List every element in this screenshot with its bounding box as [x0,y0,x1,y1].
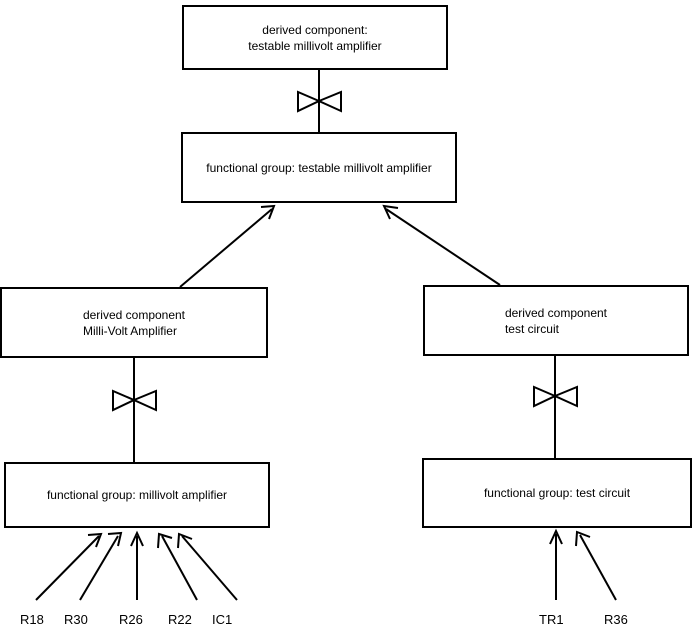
part-label-IC1: IC1 [212,612,233,627]
part-arrow-TR1 [549,528,563,600]
part-arrow-R36 [575,530,617,601]
part-arrow-IC1 [177,532,238,601]
node-label: functional group: testable millivolt amp… [206,160,432,175]
node-label-line1: derived component [504,305,608,320]
composition-link-left [112,358,157,462]
arrowhead [177,532,193,549]
composition-link-top [297,70,342,132]
bowtie-right-triangle [131,389,157,412]
arrowhead [130,530,144,547]
part-label-R26: R26 [119,612,143,627]
bowtie-left-triangle [297,90,322,113]
bowtie-right-triangle [316,90,342,113]
arrowhead [87,532,103,548]
composition-link-right [533,356,578,458]
node-derived-testable-millivolt-amplifier[interactable]: derived component:testable millivolt amp… [182,5,448,70]
arrowhead [575,530,591,547]
part-label-R30: R30 [64,612,88,627]
part-arrow-R30 [79,531,123,601]
generalization-arrow-milli-volt-amplifier [179,204,276,288]
node-fg-millivolt-amplifier[interactable]: functional group: millivolt amplifier [4,462,270,528]
node-label-line1: derived component [82,307,186,322]
arrowhead [382,204,399,220]
part-label-R18: R18 [20,612,44,627]
arrowhead [107,531,123,547]
part-arrow-R22 [157,532,198,601]
part-label-R22: R22 [168,612,192,627]
part-arrow-R26 [130,530,144,600]
arrowhead [549,528,563,545]
bowtie-left-triangle [533,385,558,408]
part-label-TR1: TR1 [539,612,564,627]
node-label-line2: test circuit [504,321,559,336]
node-label: derived component:testable millivolt amp… [242,22,387,54]
bowtie-right-triangle [552,385,578,408]
node-label-line1: derived component: [262,22,368,37]
arrowhead [157,532,173,549]
part-arrow-R18 [35,532,103,601]
generalization-arrow-test-circuit [382,204,501,286]
node-fg-testable-millivolt-amplifier[interactable]: functional group: testable millivolt amp… [181,132,457,203]
part-label-R36: R36 [604,612,628,627]
node-label: functional group: test circuit [483,486,631,500]
node-label-line2: Milli-Volt Amplifier [82,323,177,338]
bowtie-left-triangle [112,389,137,412]
arrowhead [260,204,276,220]
node-label-line2: testable millivolt amplifier [248,38,382,53]
node-label: functional group: millivolt amplifier [46,488,228,502]
node-fg-test-circuit[interactable]: functional group: test circuit [422,458,692,528]
